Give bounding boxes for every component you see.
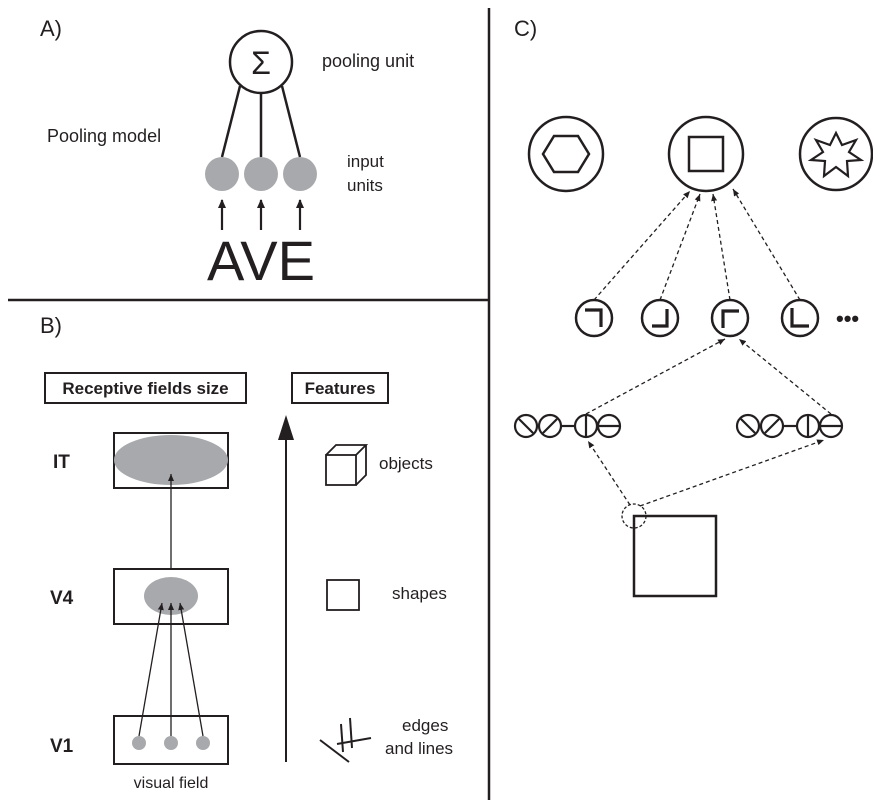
dashed-arrow [732,188,801,301]
dashed-arrow [711,193,731,301]
feature-edges-line2: and lines [385,739,453,758]
connection-line [280,85,302,158]
input-units-label-line2: units [347,176,383,195]
features-header-box [291,372,389,404]
panel-c: C) ••• [513,16,873,598]
more-ellipsis: ••• [836,306,859,331]
pooling-model-label: Pooling model [47,126,161,146]
corner-unit [574,298,614,338]
corner-unit [710,298,750,338]
features-header: Features [305,379,376,398]
sum-symbol: Σ [251,45,271,81]
v1-receptive-field [196,736,210,750]
v1-receptive-field [132,736,146,750]
square-unit [667,115,745,193]
level-v4: V4 [50,588,74,609]
dashed-arrow [659,193,701,301]
rf-header: Receptive fields size [62,379,228,398]
input-unit [244,157,278,191]
v4-receptive-field [144,577,198,615]
panel-c-label: C) [514,16,537,41]
corner-icon [652,309,669,328]
visual-field-label: visual field [134,775,209,792]
stimulus-square [632,514,718,598]
dashed-arrow [585,338,726,415]
cube-icon [325,444,369,486]
rf-header-box [44,372,247,404]
receptive-field-circle [621,503,647,529]
pooling-unit-label: pooling unit [322,51,414,71]
corner-icon [790,308,809,328]
connection-line [220,85,242,158]
level-v1: V1 [50,736,74,757]
corner-unit [780,298,820,338]
input-units-label-line1: input [347,152,384,171]
v1-to-v4-arrow [178,602,204,737]
corner-icon [721,309,739,328]
corner-icon [585,308,603,327]
feature-edges-line1: edges [402,716,448,735]
dashed-arrow [587,440,631,506]
it-receptive-field [114,435,228,485]
input-unit [205,157,239,191]
feature-shapes: shapes [392,584,447,603]
panel-a-label: A) [40,16,62,41]
dashed-arrow [593,190,691,301]
star-icon [807,130,865,179]
ave-letters: AVE [207,229,315,292]
panel-b: B) Receptive fields size Features IT V4 … [40,313,453,792]
feature-objects: objects [379,454,433,473]
dashed-arrow [738,338,832,415]
v1-receptive-field [164,736,178,750]
dashed-arrows [585,188,832,507]
square-shape-icon [687,135,725,173]
panel-a: A) Σ pooling unit Pooling model input un… [40,16,414,292]
panel-b-label: B) [40,313,62,338]
square-icon [326,579,360,611]
hierarchy-arrowhead [278,415,294,440]
level-it: IT [53,452,70,473]
dashed-arrow [639,439,825,507]
edges-icon [319,717,372,763]
v1-to-v4-arrow [138,602,164,737]
input-unit [283,157,317,191]
hexagon-icon [541,134,591,174]
hexagon-unit [527,115,605,193]
corner-unit [640,298,680,338]
star-unit [798,116,873,192]
